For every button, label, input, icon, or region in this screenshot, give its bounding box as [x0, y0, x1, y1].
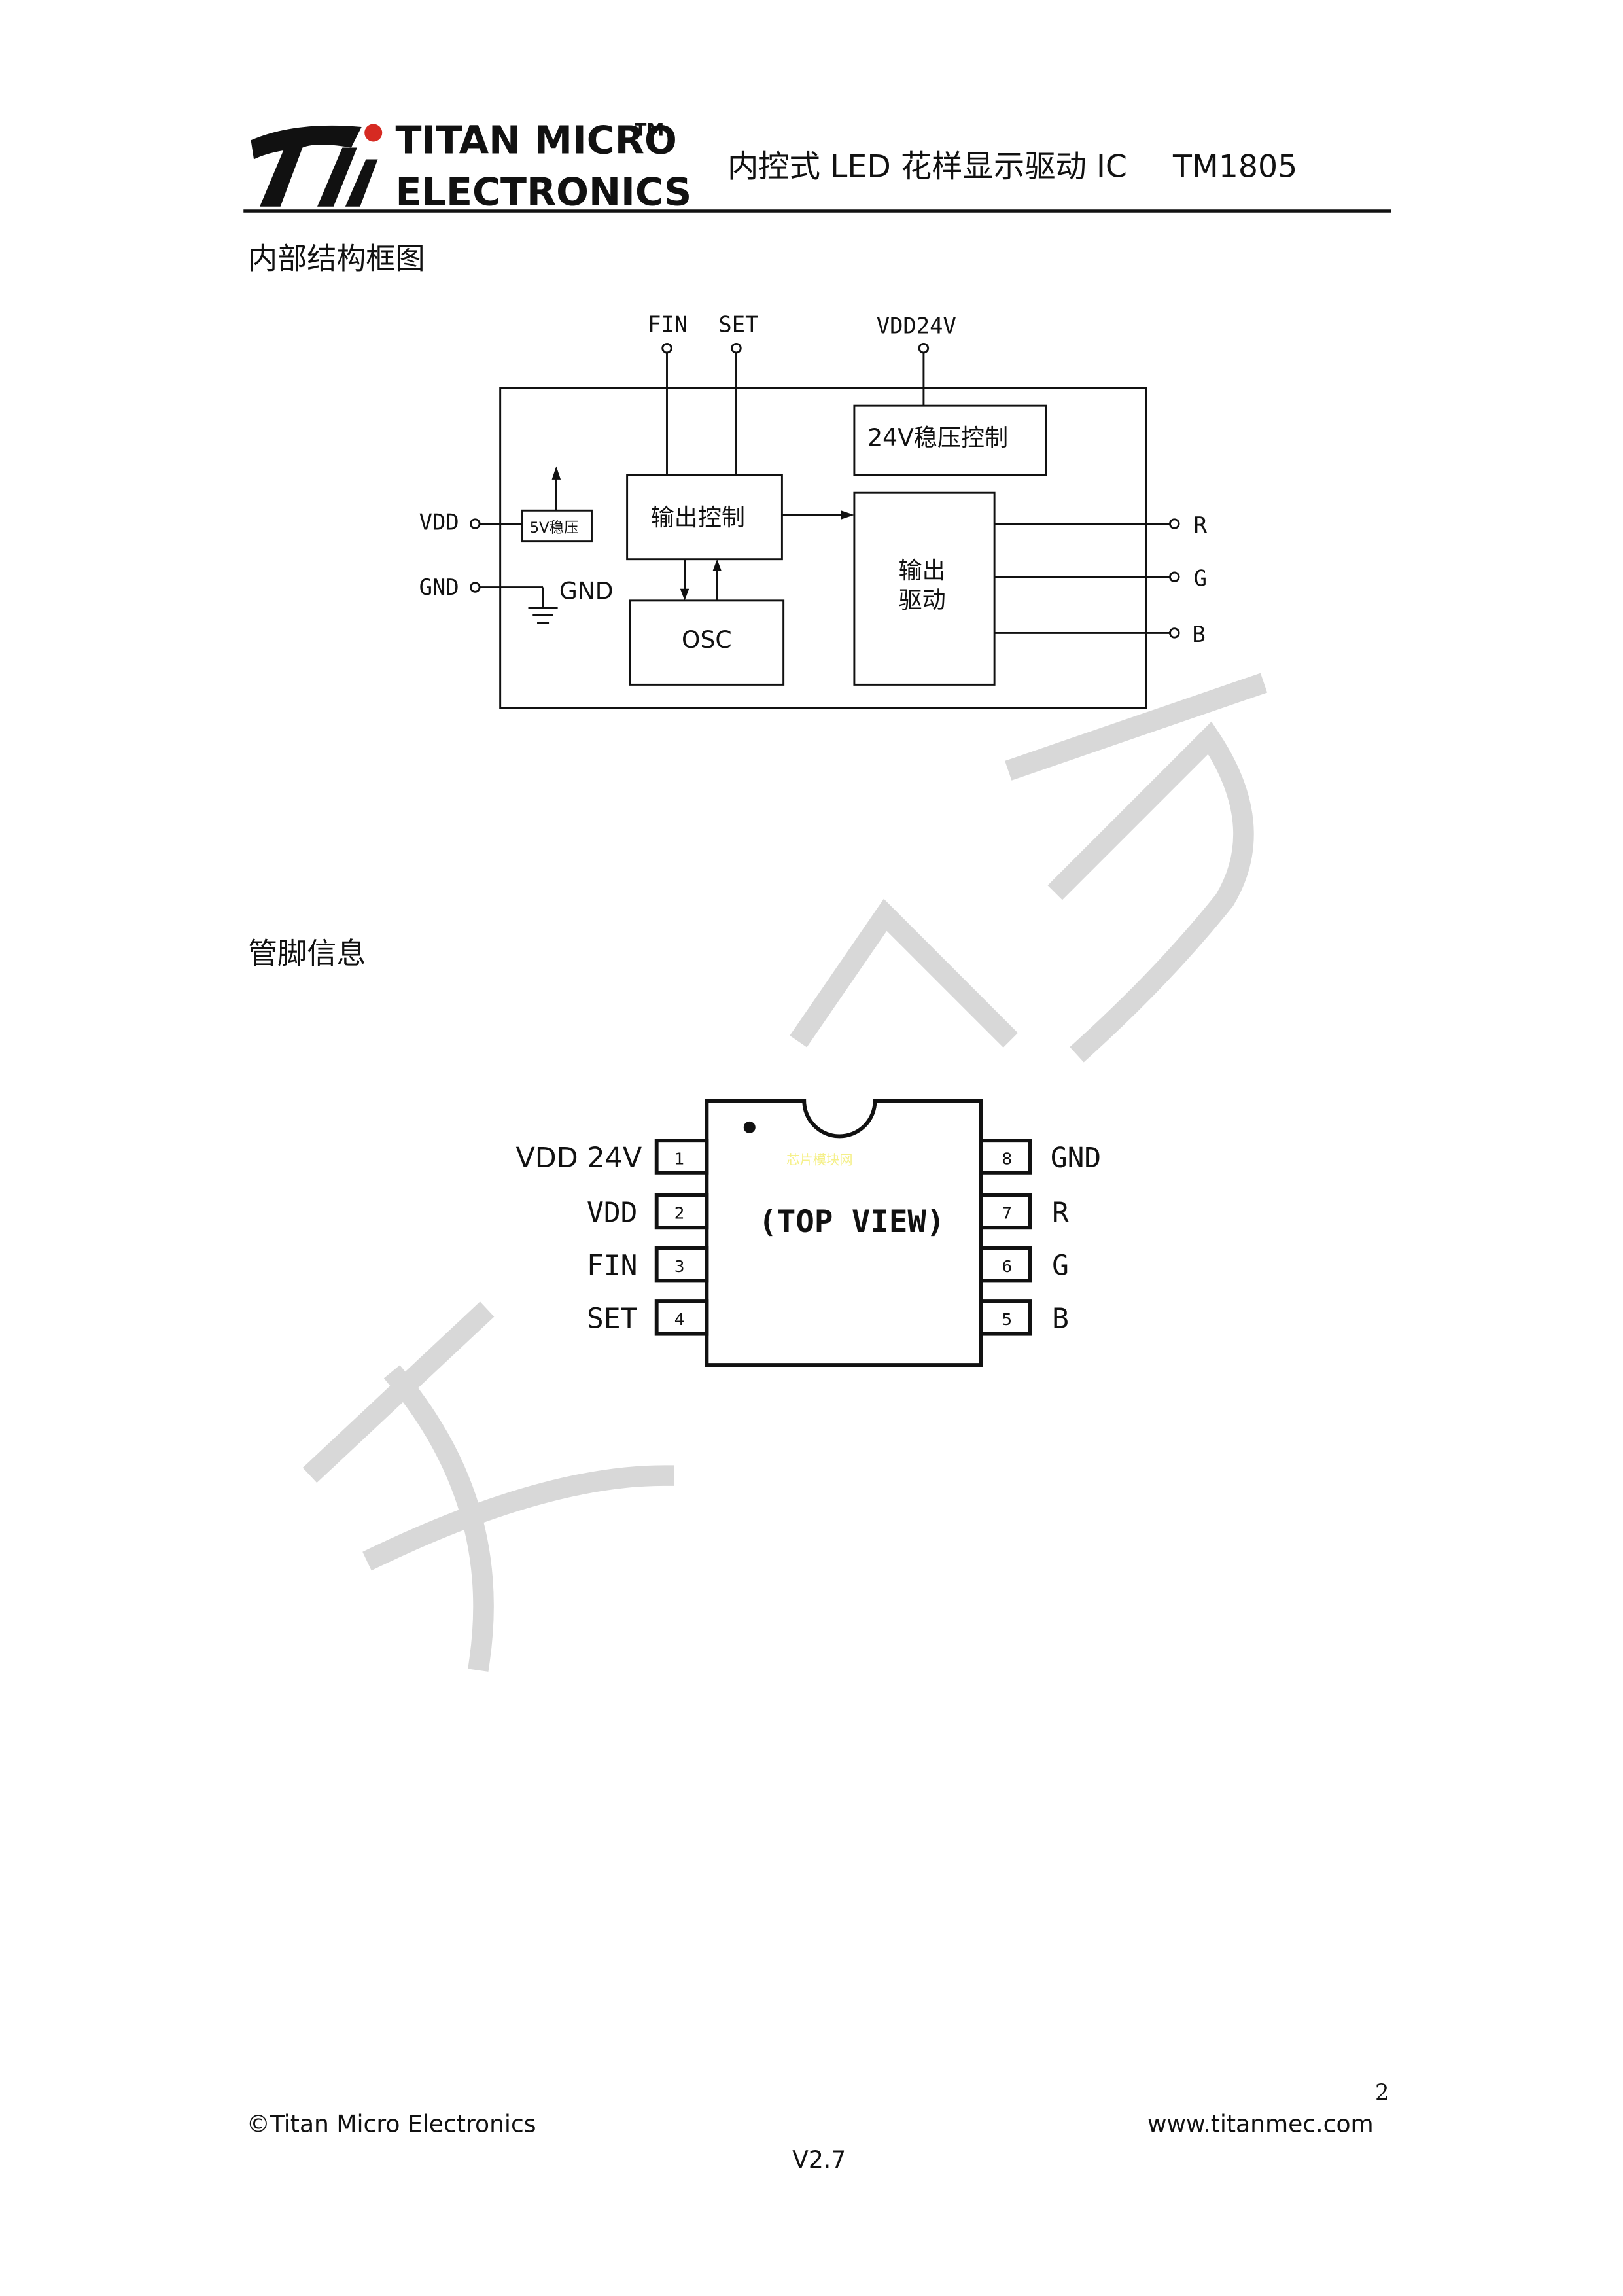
pin-label-set: SET: [718, 311, 758, 337]
pin-name: B: [1052, 1303, 1069, 1335]
pin-5: [979, 1299, 1032, 1336]
footer-website[interactable]: www.titanmec.com: [1147, 2111, 1374, 2138]
pin-info-heading: 管脚信息: [248, 936, 366, 971]
chip-body: [705, 1099, 983, 1367]
pin-number: 5: [1002, 1310, 1012, 1329]
pin-number: 4: [674, 1310, 685, 1329]
pin-3: [654, 1246, 709, 1283]
pin-label-b: B: [1192, 622, 1205, 647]
pin-8: [979, 1139, 1032, 1175]
pin-4: [654, 1299, 709, 1336]
reg5v-label: 5V稳压: [530, 520, 579, 537]
block-diagram-heading: 内部结构框图: [248, 241, 425, 275]
logo-tm: TM: [635, 120, 664, 140]
pin-label-vdd24v: VDD24V: [877, 313, 956, 339]
gnd-inner-label: GND: [559, 578, 614, 605]
pin-name: VDD: [587, 1196, 637, 1229]
pin-name: G: [1052, 1249, 1069, 1282]
logo-line1: TITAN MICRO: [396, 118, 677, 163]
pin-6: [979, 1246, 1032, 1283]
pin-name: VDD 24V: [515, 1142, 642, 1174]
pin-name: FIN: [587, 1249, 637, 1282]
footer-version: V2.7: [792, 2146, 846, 2174]
block-diagram: FIN SET VDD24V 24V稳压控制 输出控制 OSC 输出 驱动 R …: [419, 311, 1208, 709]
pin-7: [979, 1193, 1032, 1230]
pin-name: R: [1052, 1196, 1069, 1229]
pin-number: 8: [1002, 1149, 1012, 1168]
pin-1: [654, 1139, 709, 1175]
chip-pinout: 芯片模块网 (TOP VIEW) 1 2 3 4 VDD 24V VDD FIN…: [515, 1099, 1101, 1367]
footer-copyright: ©Titan Micro Electronics: [247, 2111, 536, 2138]
chip-watermark: 芯片模块网: [786, 1152, 852, 1167]
pin-label-fin: FIN: [648, 311, 688, 337]
pin-number: 2: [674, 1204, 685, 1223]
pin-name: GND: [1051, 1142, 1101, 1174]
pin-number: 1: [674, 1149, 685, 1168]
page-number: 2: [1375, 2079, 1389, 2105]
company-logo: TITAN MICRO TM ELECTRONICS: [251, 118, 692, 214]
reg24v-block: [853, 404, 1047, 476]
pin-label-gnd: GND: [419, 574, 459, 600]
logo-line2: ELECTRONICS: [396, 169, 692, 214]
output-control-block: [626, 474, 783, 561]
part-number: TM1805: [1172, 149, 1297, 185]
osc-label: OSC: [682, 626, 732, 654]
pin-name: SET: [587, 1303, 637, 1335]
reg24v-label: 24V稳压控制: [867, 424, 1008, 451]
pin-number: 6: [1002, 1257, 1012, 1276]
pin-label-r: R: [1194, 512, 1208, 538]
output-control-label: 输出控制: [651, 504, 745, 531]
pin1-marker-dot: [743, 1121, 756, 1133]
document-title: 内控式 LED 花样显示驱动 IC: [727, 149, 1127, 185]
output-drive-label-2: 驱动: [899, 586, 946, 614]
logo-red-dot: [364, 124, 383, 142]
top-view-label: (TOP VIEW): [758, 1204, 945, 1240]
background-watermark: [302, 673, 1268, 1672]
osc-block: [629, 599, 785, 686]
pin-label-g: G: [1194, 565, 1207, 591]
pin-label-vdd: VDD: [419, 510, 459, 535]
output-drive-label-1: 输出: [899, 557, 946, 584]
pin-number: 7: [1002, 1204, 1012, 1223]
pin-number: 3: [674, 1257, 685, 1276]
output-drive-block: [853, 491, 996, 686]
pin-2: [654, 1193, 709, 1230]
